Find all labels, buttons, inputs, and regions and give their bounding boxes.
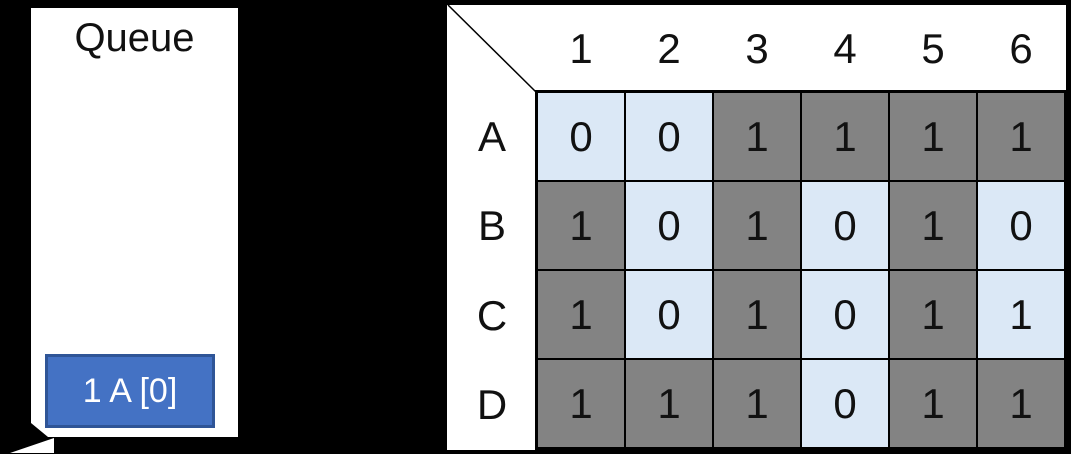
matrix-cell-C3: 1 (713, 270, 801, 359)
matrix-cell-B2: 0 (625, 181, 713, 270)
column-header-1: 1 (569, 24, 593, 72)
matrix-cell-B1: 1 (537, 181, 625, 270)
matrix-cell-D3: 1 (713, 359, 801, 448)
queue-panel: Queue 1 A [0] (31, 8, 238, 437)
matrix-cell-C6: 1 (977, 270, 1065, 359)
column-header-3: 3 (745, 24, 769, 72)
column-header-6: 6 (1009, 24, 1033, 72)
visited-matrix-panel: 1 2 3 4 5 6 A B C D 0 0 1 1 1 1 1 0 1 0 … (447, 5, 1067, 450)
matrix-cell-B3: 1 (713, 181, 801, 270)
row-label-C: C (476, 291, 508, 339)
queue-panel-fold-tail (10, 438, 54, 453)
matrix-cell-C5: 1 (889, 270, 977, 359)
matrix-cell-D1: 1 (537, 359, 625, 448)
queue-item: 1 A [0] (45, 354, 215, 428)
matrix-cell-B5: 1 (889, 181, 977, 270)
matrix-cell-A5: 1 (889, 92, 977, 181)
matrix-cell-A6: 1 (977, 92, 1065, 181)
row-label-D: D (476, 381, 508, 429)
column-header-4: 4 (833, 24, 857, 72)
matrix-cell-B6: 0 (977, 181, 1065, 270)
queue-title: Queue (74, 16, 195, 60)
column-header-5: 5 (921, 24, 945, 72)
column-header-2: 2 (657, 24, 681, 72)
matrix-cell-A2: 0 (625, 92, 713, 181)
matrix-cell-A3: 1 (713, 92, 801, 181)
matrix-cell-C1: 1 (537, 270, 625, 359)
row-label-B: B (477, 202, 506, 250)
matrix-cell-D6: 1 (977, 359, 1065, 448)
row-label-A: A (477, 112, 506, 160)
matrix-cell-C2: 0 (625, 270, 713, 359)
matrix-cell-A4: 1 (801, 92, 889, 181)
matrix-cell-D5: 1 (889, 359, 977, 448)
visited-matrix-grid: 0 0 1 1 1 1 1 0 1 0 1 0 1 0 1 0 1 1 1 1 … (535, 90, 1067, 450)
matrix-cell-A1: 0 (537, 92, 625, 181)
matrix-cell-D4: 0 (801, 359, 889, 448)
matrix-cell-C4: 0 (801, 270, 889, 359)
header-diagonal-line (447, 5, 537, 93)
matrix-cell-B4: 0 (801, 181, 889, 270)
matrix-cell-D2: 1 (625, 359, 713, 448)
